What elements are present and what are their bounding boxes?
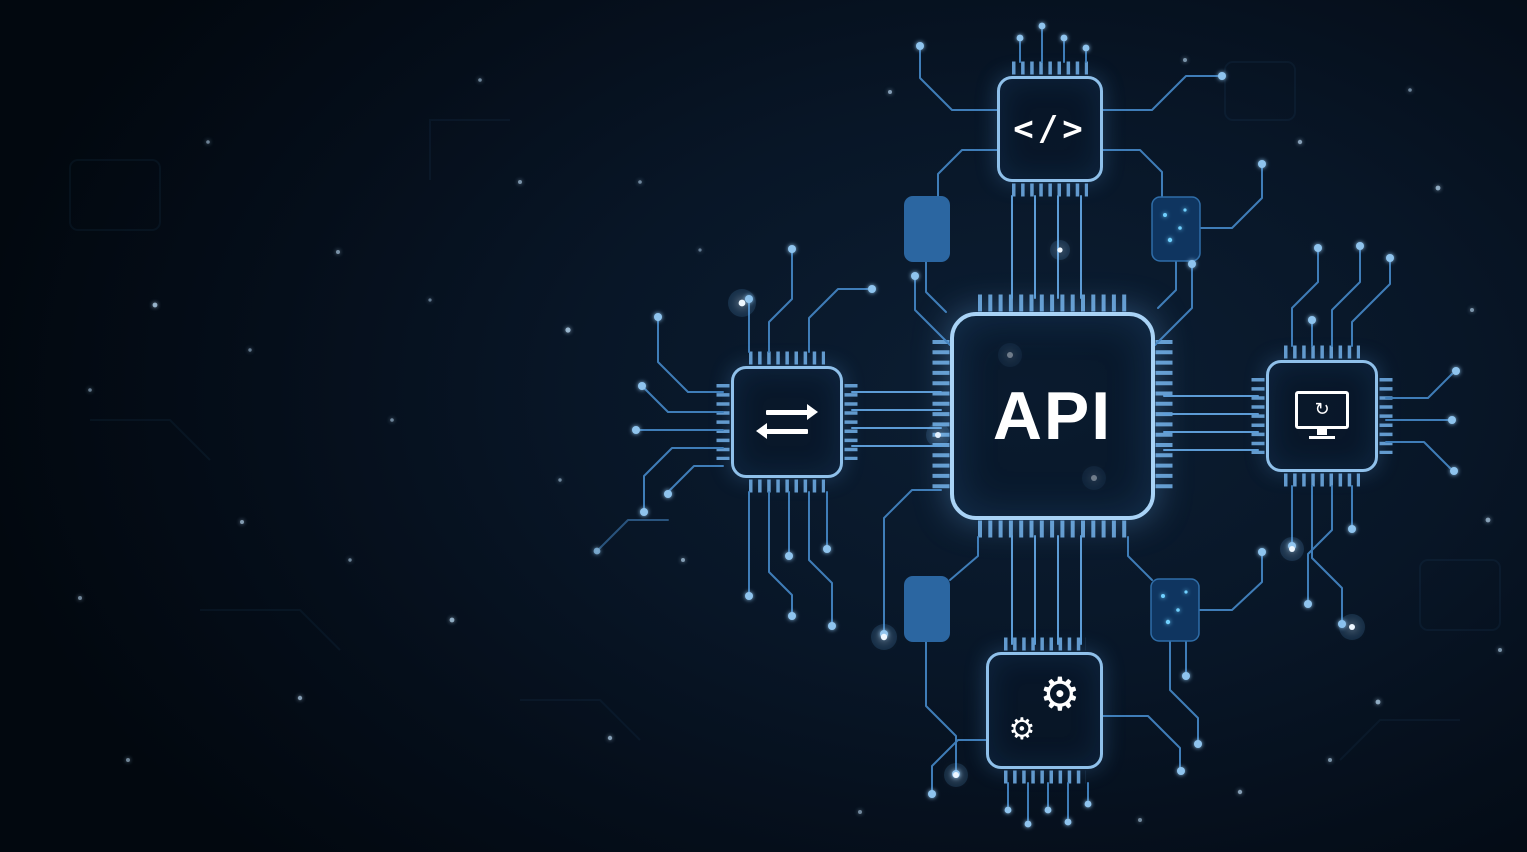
api-chip: API <box>950 312 1155 520</box>
arrow-right-icon <box>766 404 818 420</box>
gears-icon: ⚙ ⚙ <box>1008 667 1081 747</box>
pin-combs <box>716 61 1393 784</box>
api-label: API <box>992 378 1113 454</box>
code-chip: </> <box>997 76 1103 182</box>
gears-chip: ⚙ ⚙ <box>986 652 1103 769</box>
star-field <box>78 58 1502 822</box>
sync-icon: ↻ <box>1314 399 1330 420</box>
gear-large-icon: ⚙ <box>1039 666 1081 721</box>
module-squares <box>904 196 1201 642</box>
connection-nodes <box>593 22 1460 828</box>
background-texture <box>69 61 1501 761</box>
code-icon: </> <box>1013 109 1087 149</box>
arrow-left-icon <box>756 423 808 439</box>
exchange-chip <box>731 366 843 478</box>
gear-small-icon: ⚙ <box>1008 711 1036 747</box>
trace-lines <box>599 29 1453 821</box>
exchange-arrows-icon <box>756 404 818 439</box>
monitor-chip: ↻ <box>1266 360 1378 472</box>
monitor-icon: ↻ <box>1295 391 1349 429</box>
